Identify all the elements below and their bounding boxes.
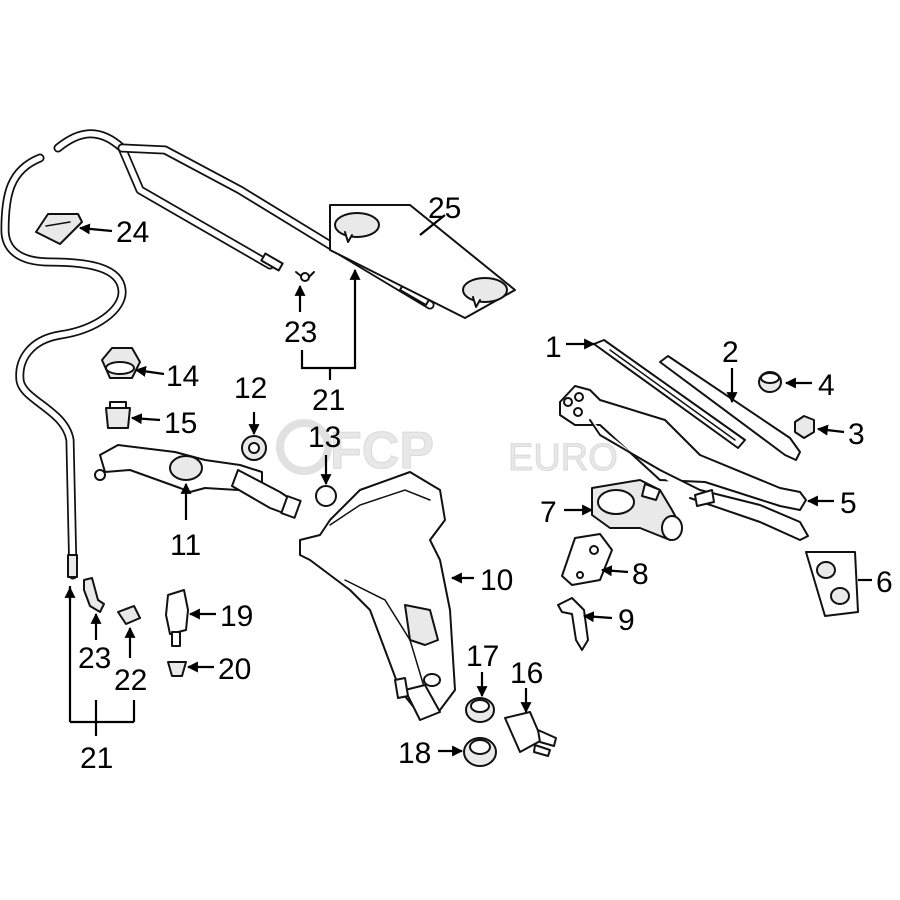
callout-20: 20: [218, 653, 251, 686]
callout-12: 12: [234, 372, 267, 405]
callout-14: 14: [166, 360, 199, 393]
callout-6: 6: [876, 566, 893, 599]
part-15-cap: [105, 401, 131, 429]
callout-19: 19: [220, 600, 253, 633]
part-3-nut: [794, 415, 815, 439]
callout-8: 8: [632, 558, 649, 591]
part-5-wiper-linkage: [559, 385, 809, 541]
callout-16: 16: [510, 657, 543, 690]
part-23-connector-bottom: [83, 577, 105, 613]
callout-3: 3: [848, 418, 865, 451]
callout-24: 24: [116, 216, 149, 249]
part-16-washer-pump: [504, 711, 557, 757]
callout-15: 15: [164, 407, 197, 440]
watermark-suffix: EURO: [508, 437, 618, 479]
part-18-grommet: [463, 737, 497, 767]
callout-10: 10: [480, 564, 513, 597]
part-13-o-ring: [315, 485, 337, 507]
part-9-bracket: [557, 597, 589, 651]
part-25-nozzle-kit: [329, 204, 516, 319]
part-12-grommet: [241, 435, 267, 461]
callout-1: 1: [545, 331, 562, 364]
part-19-washer-pump: [165, 589, 189, 647]
part-23-connector-top: [295, 271, 315, 282]
part-1-wiper-blade: [593, 339, 746, 449]
part-14-grommet: [101, 347, 141, 379]
callout-22: 22: [114, 664, 147, 697]
callout-11: 11: [170, 529, 201, 562]
part-20-grommet: [167, 661, 187, 677]
callout-21-top: 21: [312, 384, 345, 417]
part-17-grommet: [465, 697, 495, 723]
leader-lines: [64, 214, 872, 757]
callout-17: 17: [466, 640, 499, 673]
callout-labels: 1 2 3 4 5 6 7 8 9 10 11 12 13 14 15 16 1…: [78, 192, 893, 775]
callout-18: 18: [398, 737, 431, 770]
callout-9: 9: [618, 604, 635, 637]
part-10-washer-reservoir: [299, 471, 456, 721]
part-22-connector: [117, 605, 141, 625]
callout-5: 5: [840, 487, 857, 520]
callout-7: 7: [540, 496, 557, 529]
callout-4: 4: [818, 369, 835, 402]
callout-2: 2: [722, 336, 739, 369]
callout-23-bottom: 23: [78, 642, 111, 675]
part-4-nut-cover: [758, 371, 782, 393]
callout-23-top: 23: [284, 316, 317, 349]
callout-13: 13: [308, 421, 341, 454]
callout-25: 25: [428, 192, 461, 225]
part-7-wiper-motor: [591, 479, 683, 541]
part-24-hose-clip: [35, 213, 83, 245]
part-11-level-sensor-bracket: [94, 444, 302, 519]
part-8-motor-bracket: [561, 533, 613, 586]
part-2-wiper-arm: [659, 355, 801, 461]
part-6-bushing-kit: [805, 551, 859, 617]
watermark: FCP EURO: [276, 419, 618, 481]
callout-21-bottom: 21: [80, 742, 113, 775]
watermark-brand: FCP: [330, 422, 434, 480]
